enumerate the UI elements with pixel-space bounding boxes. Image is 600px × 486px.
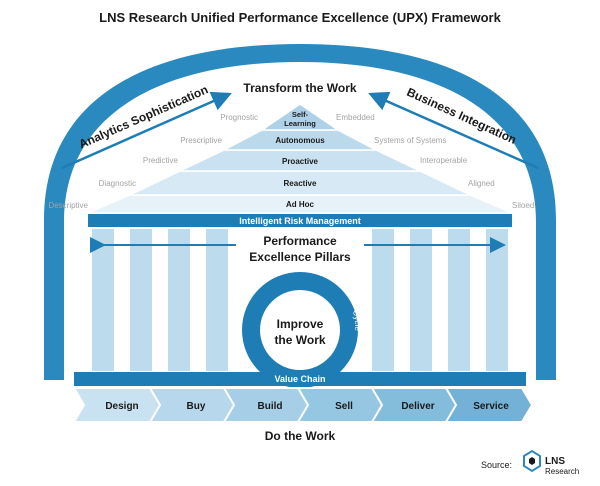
cycle-label: Cycle xyxy=(351,309,362,331)
risk-management-bar xyxy=(88,214,512,227)
pillar xyxy=(372,229,394,371)
logo-line1: LNS xyxy=(545,456,565,467)
level-left-0: Prognostic xyxy=(220,113,258,122)
pyramid-tier-label-ad-hoc: Ad Hoc xyxy=(286,200,315,209)
level-right-0: Embedded xyxy=(336,113,375,122)
improvement-ring-center xyxy=(260,290,340,370)
logo-line2: Research xyxy=(545,467,579,476)
level-right-4: Siloed xyxy=(512,201,534,210)
continuous-label: Continuous xyxy=(229,320,242,364)
chain-step-label-service: Service xyxy=(473,401,509,412)
improve-work-line1: Improve xyxy=(277,317,324,331)
pillar xyxy=(130,229,152,371)
pillars-label-line1: Performance xyxy=(263,234,337,248)
source-label: Source: xyxy=(481,460,512,470)
pyramid-top-line1: Self- xyxy=(292,110,309,119)
level-left-4: Descriptive xyxy=(48,201,88,210)
level-left-3: Diagnostic xyxy=(99,179,136,188)
level-right-3: Aligned xyxy=(468,179,495,188)
pyramid-tier-label-reactive: Reactive xyxy=(284,179,317,188)
level-left-2: Predictive xyxy=(143,156,179,165)
level-right-2: Interoperable xyxy=(420,156,468,165)
diagram-title: LNS Research Unified Performance Excelle… xyxy=(99,10,501,25)
pillar xyxy=(206,229,228,371)
do-work-label: Do the Work xyxy=(265,429,336,443)
agile-cycle-label: Agile Innovation Cycle xyxy=(235,27,366,44)
chain-step-label-deliver: Deliver xyxy=(401,401,434,412)
transform-label: Transform the Work xyxy=(243,81,356,95)
chain-step-label-design: Design xyxy=(105,401,138,412)
pillar xyxy=(168,229,190,371)
pillar xyxy=(92,229,114,371)
business-arrow xyxy=(368,91,539,170)
value-chain-bar xyxy=(74,372,526,386)
analytics-arrow xyxy=(61,91,232,170)
pillar xyxy=(486,229,508,371)
risk-management-label: Intelligent Risk Management xyxy=(239,216,361,226)
level-right-1: Systems of Systems xyxy=(374,136,446,145)
pyramid-tier-label-autonomous: Autonomous xyxy=(275,136,325,145)
pyramid-top-line2: Learning xyxy=(284,119,316,128)
pyramid-tier-self-learning xyxy=(259,103,341,131)
pillar xyxy=(410,229,432,371)
pillars-label-background xyxy=(236,231,364,265)
pillars-group xyxy=(92,229,508,371)
chain-step-label-sell: Sell xyxy=(335,401,353,412)
pyramid-tier-label-proactive: Proactive xyxy=(282,157,319,166)
value-chain-label: Value Chain xyxy=(274,374,325,384)
chain-step-label-buy: Buy xyxy=(187,401,206,412)
improve-work-line2: the Work xyxy=(274,333,325,347)
pillar xyxy=(448,229,470,371)
level-left-1: Prescriptive xyxy=(180,136,222,145)
lns-logo-icon xyxy=(523,449,541,473)
chain-step-label-build: Build xyxy=(258,401,283,412)
chain-step-service xyxy=(444,387,534,423)
pillars-label-line2: Excellence Pillars xyxy=(249,250,351,264)
